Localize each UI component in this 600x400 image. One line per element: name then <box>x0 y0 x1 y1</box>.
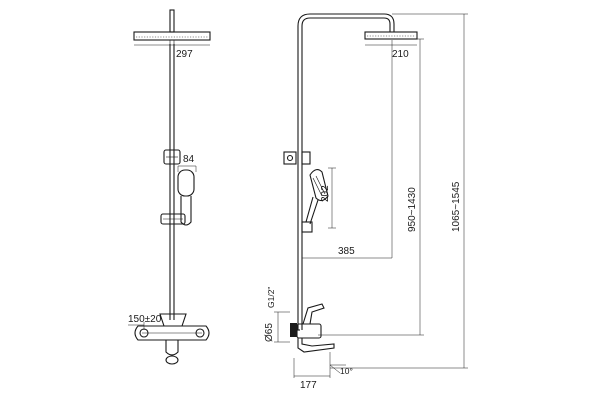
front-spout-spacing-label: 150±20 <box>128 314 162 325</box>
front-mixer-body <box>134 325 210 341</box>
side-mixer-body <box>296 323 322 339</box>
front-hand-width-label: 84 <box>183 154 195 165</box>
front-spout <box>165 340 179 356</box>
side-outlet-diameter-label: Ø65 <box>264 323 275 342</box>
side-rail-height-label: 950~1430 <box>407 187 418 232</box>
side-hand-shower-head <box>309 169 329 202</box>
side-angle-dim <box>329 364 346 374</box>
side-riser-and-arm <box>297 13 395 330</box>
side-shower-head <box>364 31 418 40</box>
side-hand-length-label: 202 <box>320 185 331 202</box>
side-mixer-lever <box>302 303 325 325</box>
side-spout <box>297 338 335 353</box>
side-thread-size-label: G1/2" <box>266 287 276 308</box>
side-arm-reach-label: 385 <box>338 246 355 257</box>
side-view: 210 202 385 950~1430 1065~1545 <box>264 13 468 391</box>
front-riser-top <box>169 9 175 33</box>
side-overall-height-label: 1065~1545 <box>451 181 462 232</box>
side-hand-shower-handle <box>305 196 319 225</box>
front-spout-outlet <box>165 355 179 365</box>
side-head-diameter-label: 210 <box>392 49 409 60</box>
side-spout-projection-label: 177 <box>300 380 317 391</box>
front-hand-shower-head <box>177 169 195 197</box>
front-upper-holder <box>163 149 181 165</box>
side-slide-bracket <box>301 221 313 233</box>
front-view: 297 84 150±20 <box>128 9 211 365</box>
front-shower-head <box>133 31 211 41</box>
front-mixer-lever <box>159 313 187 327</box>
front-head-diameter-label: 297 <box>176 49 193 60</box>
side-holder-bracket <box>283 151 297 165</box>
front-slide-bracket <box>160 213 186 225</box>
front-right-escutcheon <box>195 328 205 338</box>
side-spout-angle-label: 10° <box>340 366 353 376</box>
front-hand-shower-handle <box>180 196 192 226</box>
